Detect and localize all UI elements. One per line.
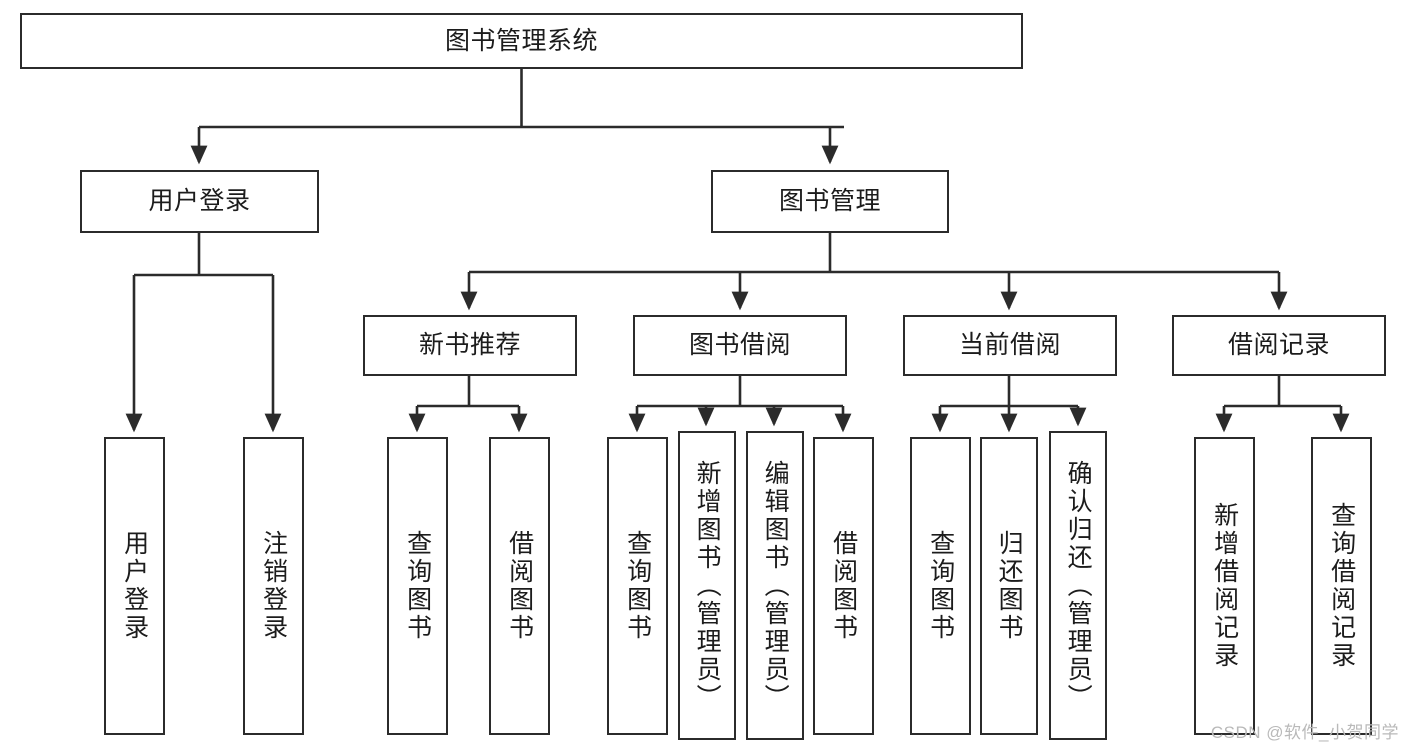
node-leaf-add-book[interactable]: 新增图书（管理员）	[678, 431, 736, 740]
node-leaf-logout-login-label: 注销登录	[259, 530, 288, 642]
node-leaf-edit-book[interactable]: 编辑图书（管理员）	[746, 431, 804, 740]
node-current-borrow-label: 当前借阅	[958, 331, 1061, 359]
node-leaf-return-book[interactable]: 归还图书	[980, 437, 1038, 735]
node-leaf-logout-login[interactable]: 注销登录	[243, 437, 304, 735]
node-current-borrow[interactable]: 当前借阅	[903, 315, 1117, 376]
node-leaf-query-book-2-label: 查询图书	[623, 530, 652, 642]
node-leaf-add-record[interactable]: 新增借阅记录	[1194, 437, 1255, 735]
node-leaf-borrow-book-2-label: 借阅图书	[829, 530, 858, 642]
node-leaf-borrow-book-1[interactable]: 借阅图书	[489, 437, 550, 735]
node-new-book-recommend-label: 新书推荐	[418, 331, 521, 359]
node-leaf-query-record[interactable]: 查询借阅记录	[1311, 437, 1372, 735]
node-leaf-borrow-book-2[interactable]: 借阅图书	[813, 437, 874, 735]
node-leaf-add-book-label: 新增图书（管理员）	[693, 459, 722, 712]
node-book-borrow-label: 图书借阅	[688, 331, 791, 359]
node-leaf-query-book-1[interactable]: 查询图书	[387, 437, 448, 735]
node-root-label: 图书管理系统	[444, 26, 598, 55]
node-leaf-user-login[interactable]: 用户登录	[104, 437, 165, 735]
node-book-manage[interactable]: 图书管理	[711, 170, 949, 233]
node-leaf-query-book-3[interactable]: 查询图书	[910, 437, 971, 735]
node-leaf-query-book-1-label: 查询图书	[403, 530, 432, 642]
node-leaf-confirm-return-label: 确认归还（管理员）	[1064, 459, 1093, 712]
node-leaf-query-record-label: 查询借阅记录	[1327, 502, 1356, 670]
node-user-login-label: 用户登录	[148, 187, 251, 215]
node-borrow-record[interactable]: 借阅记录	[1172, 315, 1386, 376]
node-book-borrow[interactable]: 图书借阅	[633, 315, 847, 376]
node-leaf-add-record-label: 新增借阅记录	[1210, 502, 1239, 670]
node-user-login[interactable]: 用户登录	[80, 170, 319, 233]
node-book-manage-label: 图书管理	[778, 187, 881, 215]
node-new-book-recommend[interactable]: 新书推荐	[363, 315, 577, 376]
node-leaf-user-login-label: 用户登录	[120, 530, 149, 642]
node-leaf-return-book-label: 归还图书	[995, 530, 1024, 642]
node-leaf-edit-book-label: 编辑图书（管理员）	[761, 459, 790, 712]
node-borrow-record-label: 借阅记录	[1227, 331, 1330, 359]
node-leaf-query-book-2[interactable]: 查询图书	[607, 437, 668, 735]
node-leaf-confirm-return[interactable]: 确认归还（管理员）	[1049, 431, 1107, 740]
node-leaf-query-book-3-label: 查询图书	[926, 530, 955, 642]
node-leaf-borrow-book-1-label: 借阅图书	[505, 530, 534, 642]
node-root[interactable]: 图书管理系统	[20, 13, 1023, 69]
